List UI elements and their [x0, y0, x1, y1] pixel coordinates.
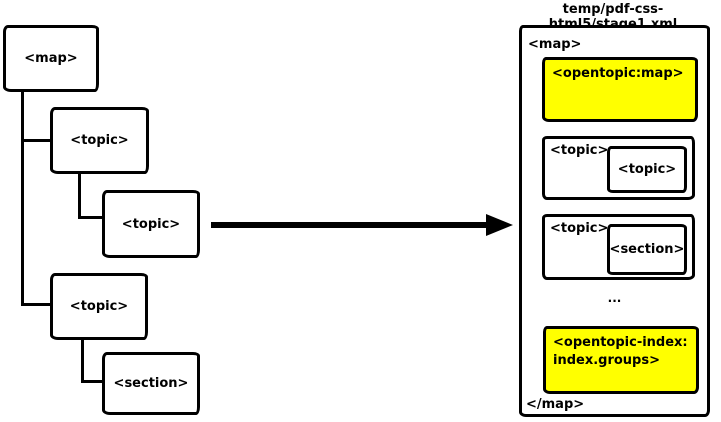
connector-topic-3-trunk [81, 340, 84, 383]
connector-to-topic-1 [21, 139, 51, 142]
connector-topic-1-trunk [78, 174, 81, 219]
connector-to-section [81, 380, 104, 383]
opentopic-index-box: <opentopic-index: index.groups> [543, 326, 699, 394]
connector-to-topic-3 [21, 303, 51, 306]
opentopic-map-box: <opentopic:map> [542, 57, 698, 122]
section-inner-box: <section> [607, 224, 687, 275]
tree-node-topic-1: <topic> [50, 107, 149, 174]
tree-node-label: <section> [113, 376, 189, 391]
connector-to-topic-2 [78, 216, 104, 219]
tree-node-label: <topic> [69, 299, 129, 314]
map-open-tag: <map> [528, 37, 582, 52]
topic-outer-label: <topic> [550, 143, 609, 158]
topic-block-2: <topic> <section> [542, 214, 695, 280]
tree-node-topic-2: <topic> [102, 190, 200, 258]
tree-node-label: <map> [24, 51, 78, 66]
connector-map-trunk [21, 90, 24, 306]
topic-inner-label: <topic> [617, 162, 677, 177]
ellipsis-text: ... [607, 291, 622, 305]
transform-arrow-icon [211, 214, 513, 236]
tree-node-section: <section> [102, 352, 200, 415]
stage1-xml-panel: <map> <opentopic:map> <topic> <topic> <t… [519, 25, 710, 417]
topic-inner-box: <topic> [607, 146, 687, 193]
tree-node-map: <map> [3, 25, 99, 92]
tree-node-topic-3: <topic> [50, 273, 148, 340]
tree-node-label: <topic> [70, 133, 129, 148]
opentopic-map-label: <opentopic:map> [552, 66, 684, 81]
topic-block-1: <topic> <topic> [542, 136, 695, 200]
topic-outer-label: <topic> [550, 221, 609, 236]
map-close-tag: </map> [526, 397, 585, 412]
section-inner-label: <section> [609, 242, 685, 257]
tree-node-label: <topic> [121, 216, 181, 232]
opentopic-index-label: <opentopic-index: index.groups> [553, 335, 688, 368]
arrow-head [486, 214, 513, 236]
